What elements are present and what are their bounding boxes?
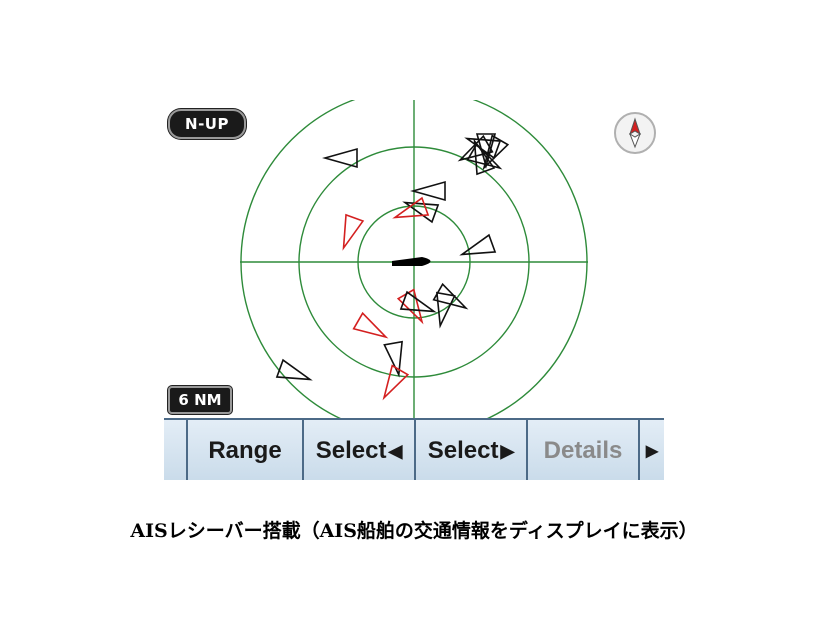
- details-softkey[interactable]: Details: [528, 420, 640, 480]
- ais-target-icon[interactable]: [466, 138, 496, 176]
- radar-display[interactable]: [164, 100, 664, 420]
- ais-target-icon[interactable]: [383, 340, 407, 378]
- ais-target-icon[interactable]: [431, 291, 456, 329]
- ais-target-icon[interactable]: [275, 358, 313, 388]
- caption: AISレシーバー搭載（AIS船舶の交通情報をディスプレイに表示）: [130, 520, 698, 542]
- plotter-screen: N-UP 6 NM Range Select ◀ Select ▶ Detail…: [164, 100, 664, 480]
- range-softkey-label: Range: [208, 437, 282, 464]
- ais-target-highlighted-icon[interactable]: [376, 364, 410, 403]
- ais-target-highlighted-icon[interactable]: [392, 196, 430, 226]
- ais-target-icon[interactable]: [476, 134, 510, 173]
- orientation-badge[interactable]: N-UP: [168, 109, 246, 139]
- ais-target-icon[interactable]: [410, 180, 446, 202]
- select-next-softkey[interactable]: Select ▶: [416, 420, 528, 480]
- softkey-bar: Range Select ◀ Select ▶ Details ▶: [164, 418, 664, 480]
- range-readout: 6 NM: [168, 386, 232, 414]
- softkey-stub: [164, 420, 188, 480]
- range-softkey[interactable]: Range: [188, 420, 304, 480]
- ais-target-icon[interactable]: [322, 147, 358, 169]
- ais-target-highlighted-icon[interactable]: [335, 213, 365, 251]
- right-arrow-icon: ▶: [500, 440, 515, 461]
- select-previous-label: Select: [315, 437, 387, 464]
- ais-target-icon[interactable]: [399, 290, 437, 320]
- select-previous-softkey[interactable]: Select ◀: [304, 420, 416, 480]
- ais-target-highlighted-icon[interactable]: [352, 311, 391, 345]
- north-arrow-compass-icon[interactable]: [614, 112, 656, 154]
- details-softkey-label: Details: [543, 437, 623, 464]
- ais-target-icon[interactable]: [466, 142, 505, 176]
- ais-targets: [275, 133, 510, 403]
- more-arrow-icon: ▶: [645, 443, 659, 460]
- ais-target-icon[interactable]: [459, 233, 497, 263]
- select-next-label: Select: [427, 437, 499, 464]
- more-softkeys-button[interactable]: ▶: [640, 420, 664, 480]
- ais-target-icon[interactable]: [402, 194, 440, 224]
- left-arrow-icon: ◀: [388, 440, 403, 461]
- own-ship-icon: [392, 257, 431, 266]
